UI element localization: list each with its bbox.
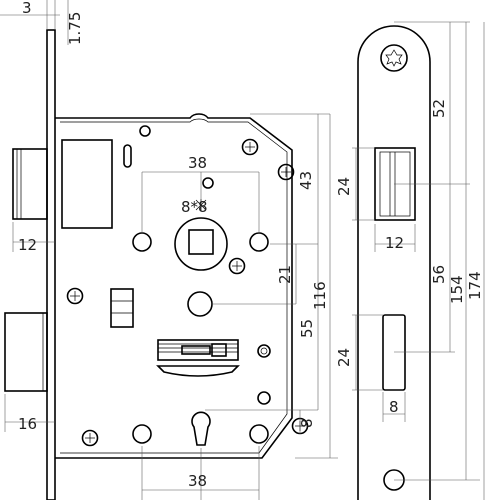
case-hole bbox=[257, 344, 271, 358]
dim-spindle-to-top: 43 bbox=[297, 171, 315, 190]
faceplate-side-view bbox=[357, 25, 431, 500]
case-outline bbox=[55, 113, 293, 459]
case-screws bbox=[66, 138, 309, 447]
dim-plate-top-to-spindle: 52 bbox=[430, 99, 448, 118]
dim-spindle-to-hole: 21 bbox=[276, 265, 294, 284]
lock-body-front-view bbox=[4, 29, 309, 500]
case-inner-outline bbox=[60, 118, 288, 454]
case-hole bbox=[257, 391, 271, 405]
dim-hole-spacing-bottom: 38 bbox=[188, 472, 207, 490]
dim-top-height: 1.75 bbox=[66, 12, 84, 45]
key-hole-right bbox=[249, 424, 269, 444]
dimension-labels: 3 1.75 38 8*8 43 21 116 55 8 38 12 16 52… bbox=[18, 0, 484, 490]
phillips-screw-icon bbox=[228, 257, 246, 275]
lever-block bbox=[110, 288, 134, 328]
dim-spindle-to-bolt: 56 bbox=[430, 265, 448, 284]
dimension-lines bbox=[0, 0, 485, 500]
faceplate-edge bbox=[46, 29, 56, 500]
bolt-opening bbox=[382, 314, 406, 391]
dim-bolt-height: 24 bbox=[335, 348, 353, 367]
case-hole bbox=[202, 177, 214, 189]
middle-hole bbox=[187, 291, 213, 317]
spindle-center-mark bbox=[195, 199, 207, 211]
dim-latch-width: 12 bbox=[385, 234, 404, 252]
dim-bolt-projection: 16 bbox=[18, 415, 37, 433]
case-hole bbox=[139, 125, 151, 137]
dim-spindle-to-key: 55 bbox=[298, 319, 316, 338]
spindle-follower bbox=[174, 217, 228, 271]
faceplate-outline bbox=[357, 25, 431, 500]
phillips-screw-icon bbox=[66, 287, 84, 305]
dim-spindle-size: 8*8 bbox=[181, 198, 208, 216]
dim-key-offset: 8 bbox=[298, 418, 316, 428]
dim-plate-height: 174 bbox=[466, 271, 484, 300]
phillips-screw-icon bbox=[241, 138, 259, 156]
latch-bolt bbox=[12, 139, 113, 229]
case-hole bbox=[260, 347, 268, 355]
dim-latch-height: 24 bbox=[335, 177, 353, 196]
lever-mechanism bbox=[156, 339, 240, 377]
dim-screw-distance: 154 bbox=[448, 275, 466, 304]
key-hole-left bbox=[132, 424, 152, 444]
dim-bolt-width: 8 bbox=[389, 398, 399, 416]
phillips-screw-icon bbox=[277, 163, 295, 181]
dead-bolt bbox=[4, 312, 48, 392]
case-slot bbox=[123, 144, 132, 168]
torx-screw-icon bbox=[380, 44, 408, 72]
handle-hole-left bbox=[132, 232, 152, 252]
handle-hole-right bbox=[249, 232, 269, 252]
dim-body-height: 116 bbox=[311, 281, 329, 310]
dim-hole-spacing-top: 38 bbox=[188, 154, 207, 172]
phillips-screw-icon bbox=[81, 429, 99, 447]
dim-latch-projection: 12 bbox=[18, 236, 37, 254]
keyhole bbox=[191, 411, 211, 446]
dim-top-offset: 3 bbox=[22, 0, 32, 17]
